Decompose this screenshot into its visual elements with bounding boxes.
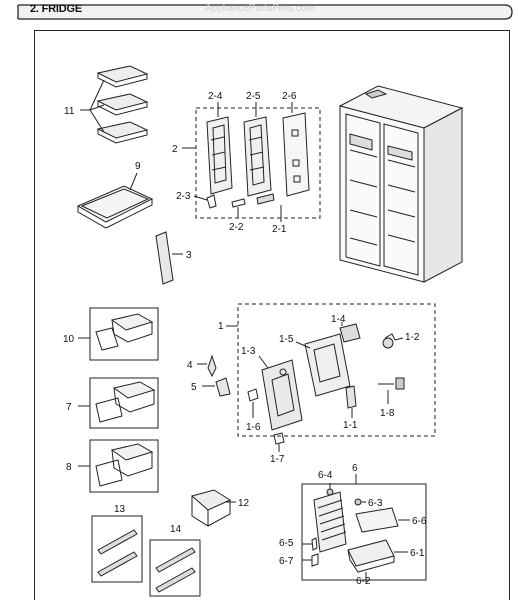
drawer-7[interactable] (95, 381, 156, 423)
part-6-7[interactable] (311, 553, 319, 567)
callout-3: 3 (186, 250, 192, 261)
leader-11 (80, 79, 105, 133)
callout-6-6: 6-6 (412, 516, 427, 527)
rail-box-13 (91, 515, 143, 583)
callout-1-8: 1-8 (380, 408, 395, 419)
drawer-box-7 (89, 377, 159, 429)
callout-6-1: 6-1 (410, 548, 425, 559)
callout-1-5: 1-5 (279, 334, 294, 345)
callout-2-2: 2-2 (229, 222, 244, 233)
diagram-frame (34, 30, 510, 600)
duct-cover-2-5[interactable] (243, 116, 272, 197)
motor-1-2[interactable] (382, 333, 396, 349)
assembly-box-1 (237, 303, 436, 437)
insulation-panel-2-6[interactable] (282, 112, 310, 197)
rail-pair-14[interactable] (155, 547, 196, 593)
callout-2-3: 2-3 (176, 191, 191, 202)
part-6-5[interactable] (311, 537, 318, 551)
header-banner (17, 4, 513, 20)
switch-1-8[interactable] (378, 377, 405, 390)
callout-4: 4 (187, 360, 193, 371)
dispenser-panel-1-3[interactable] (261, 359, 303, 431)
assembly-box-6 (301, 483, 427, 581)
refrigerator-cabinet (338, 85, 464, 283)
callout-1-2: 1-2 (405, 332, 420, 343)
callout-1-6: 1-6 (246, 422, 261, 433)
callout-6: 6 (352, 463, 358, 474)
part-4[interactable] (207, 354, 217, 378)
drawer-10[interactable] (95, 313, 154, 351)
section-header: 2. FRIDGE AppliancePartsPros.com (0, 0, 519, 24)
callout-1-7: 1-7 (270, 454, 285, 465)
drawer-8[interactable] (95, 443, 154, 487)
callout-2-4: 2-4 (208, 91, 223, 102)
module-12[interactable] (190, 489, 232, 527)
glass-shelf-9[interactable] (76, 185, 154, 229)
assembly-box-2 (195, 107, 321, 219)
part-2-2[interactable] (231, 198, 246, 208)
part-6-3[interactable] (354, 498, 362, 506)
callout-2-1: 2-1 (272, 224, 287, 235)
callout-6-4: 6-4 (318, 470, 333, 481)
watermark: AppliancePartsPros.com (205, 3, 315, 14)
callout-13: 13 (114, 504, 126, 515)
part-2-1-piece[interactable] (256, 193, 275, 205)
callout-6-3: 6-3 (368, 498, 383, 509)
callout-2-6: 2-6 (282, 91, 297, 102)
shelf-group-11[interactable] (96, 65, 149, 144)
trim-bar-3[interactable] (155, 231, 174, 285)
callout-14: 14 (170, 524, 182, 535)
callout-1: 1 (218, 321, 224, 332)
callout-6-7: 6-7 (279, 556, 294, 567)
rail-pair-13[interactable] (97, 529, 138, 577)
tray-6-1[interactable] (347, 539, 395, 573)
ice-chute-duct-2-4[interactable] (206, 116, 233, 195)
cover-6-6[interactable] (355, 507, 399, 533)
callout-8: 8 (66, 462, 72, 473)
callout-2-5: 2-5 (246, 91, 261, 102)
callout-6-2: 6-2 (356, 576, 371, 587)
drawer-box-10 (89, 307, 159, 361)
callout-12: 12 (238, 498, 250, 509)
callout-2: 2 (172, 144, 178, 155)
dispenser-cover-1-5[interactable] (304, 333, 351, 397)
callout-1-4: 1-4 (331, 314, 346, 325)
part-6-4[interactable] (326, 488, 334, 496)
callout-1-3: 1-3 (241, 346, 256, 357)
callout-1-1: 1-1 (343, 420, 358, 431)
part-5[interactable] (215, 377, 231, 397)
section-title: 2. FRIDGE (30, 3, 82, 15)
dispenser-lever-1-4[interactable] (339, 323, 361, 343)
evaporator-6[interactable] (313, 491, 347, 553)
callout-7: 7 (66, 402, 72, 413)
rail-box-14 (149, 539, 201, 597)
callout-9: 9 (135, 161, 141, 172)
part-2-3[interactable] (206, 194, 217, 209)
callout-10: 10 (63, 334, 75, 345)
callout-11: 11 (64, 106, 75, 117)
part-1-1[interactable] (345, 385, 357, 409)
part-1-6[interactable] (247, 388, 259, 402)
part-1-7[interactable] (273, 432, 285, 445)
callout-6-5: 6-5 (279, 538, 294, 549)
callout-5: 5 (191, 382, 197, 393)
